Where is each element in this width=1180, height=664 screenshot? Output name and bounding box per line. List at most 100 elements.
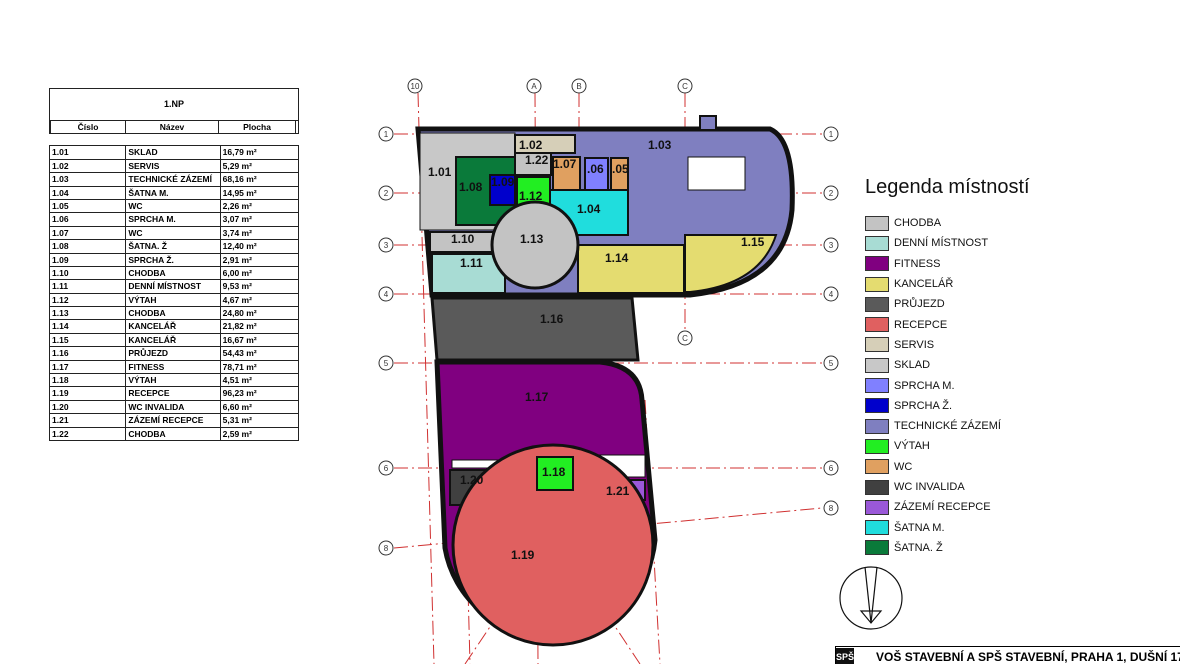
legend-item: PRŮJEZD: [865, 294, 1030, 314]
grid-bubble-B: B: [571, 78, 587, 94]
room-label-1.15: 1.15: [741, 235, 765, 249]
room-area: 4,51 m²: [221, 374, 299, 387]
svg-text:A: A: [531, 82, 537, 91]
legend-title: Legenda místností: [865, 176, 1030, 198]
room-number: 1.17: [49, 360, 127, 374]
room-area: 16,79 m²: [221, 146, 299, 159]
legend-swatch: [865, 459, 889, 475]
legend-item: TECHNICKÉ ZÁZEMÍ: [865, 416, 1030, 436]
col-header-name: Název: [126, 121, 219, 134]
room-number: 1.13: [49, 307, 127, 320]
room-number: 1.06: [49, 213, 127, 226]
legend-swatch: [865, 256, 889, 272]
room-area: 2,26 m²: [221, 199, 299, 213]
legend-label: RECEPCE: [894, 318, 948, 331]
legend-item: ŠATNA. Ž: [865, 538, 1030, 558]
room-name: WC INVALIDA: [126, 400, 221, 414]
room-number: 1.21: [49, 414, 127, 427]
room-number: 1.07: [49, 226, 127, 240]
room-number: 1.05: [49, 199, 127, 213]
legend-item: WC INVALIDA: [865, 477, 1030, 497]
room-number: 1.01: [49, 146, 127, 159]
room-name: CHODBA: [126, 427, 221, 440]
room-label-1.09: 1.09: [491, 175, 515, 189]
legend-label: DENNÍ MÍSTNOST: [894, 237, 989, 250]
grid-bubble-4-left: 4: [378, 286, 394, 302]
svg-text:2: 2: [829, 189, 834, 198]
room-area: 9,53 m²: [221, 280, 299, 293]
svg-text:5: 5: [384, 359, 389, 368]
legend-label: ZÁZEMÍ RECEPCE: [894, 501, 991, 514]
room-label-1.17: 1.17: [525, 390, 549, 404]
grid-bubble-5-right: 5: [823, 355, 839, 371]
legend-item: ŠATNA M.: [865, 517, 1030, 537]
svg-text:8: 8: [384, 544, 389, 553]
grid-bubble-1-left: 1: [378, 126, 394, 142]
svg-text:8: 8: [829, 504, 834, 513]
table-header-row: Číslo Název Plocha: [50, 121, 298, 134]
room-name: CHODBA: [126, 307, 221, 320]
legend-item: SKLAD: [865, 355, 1030, 375]
room-name: KANCELÁŘ: [126, 333, 221, 347]
legend-swatch: [865, 235, 889, 251]
grid-bubble-8-right: 8: [823, 500, 839, 516]
legend-swatch: [865, 438, 889, 454]
room-name: ŠATNA M.: [126, 186, 221, 199]
room-area: 5,31 m²: [221, 414, 299, 427]
legend-swatch: [865, 378, 889, 394]
north-arrow-icon: [839, 566, 903, 630]
room-name: DENNÍ MÍSTNOST: [126, 280, 221, 293]
grid-bubble-2-left: 2: [378, 185, 394, 201]
grid-bubble-6-left: 6: [378, 460, 394, 476]
grid-bubbles: 10 A B C C 1 1 2 2 3 3 4 4 5 5 6 6 8 8: [378, 78, 839, 556]
room-label-1.06: .06: [587, 162, 604, 176]
grid-bubble-1-right: 1: [823, 126, 839, 142]
room-label-1.22: 1.22: [525, 153, 549, 167]
room-name: SPRCHA M.: [126, 213, 221, 226]
svg-text:C: C: [682, 334, 688, 343]
room-name: WC: [126, 199, 221, 213]
legend-label: SPRCHA Ž.: [894, 399, 953, 412]
room-name: SERVIS: [126, 159, 221, 173]
room-area: 14,95 m²: [221, 186, 299, 199]
legend-item: SPRCHA M.: [865, 375, 1030, 395]
legend-item: DENNÍ MÍSTNOST: [865, 233, 1030, 253]
room-label-1.01: 1.01: [428, 165, 452, 179]
legend-label: SERVIS: [894, 338, 935, 351]
grid-bubble-6-right: 6: [823, 460, 839, 476]
legend-item: VÝTAH: [865, 436, 1030, 456]
svg-text:10: 10: [411, 82, 420, 91]
building-lower: [434, 359, 658, 647]
grid-bubble-A: A: [526, 78, 542, 94]
grid-bubble-5-left: 5: [378, 355, 394, 371]
room-name: ZÁZEMÍ RECEPCE: [126, 414, 221, 427]
svg-text:B: B: [576, 82, 581, 91]
legend-item: ZÁZEMÍ RECEPCE: [865, 497, 1030, 517]
room-number: 1.08: [49, 240, 127, 253]
legend-swatch: [865, 276, 889, 292]
legend-swatch: [865, 418, 889, 434]
room-label-1.12: 1.12: [519, 189, 543, 203]
room-label-1.10: 1.10: [451, 232, 475, 246]
room-number: 1.19: [49, 387, 127, 400]
legend-item: KANCELÁŘ: [865, 274, 1030, 294]
legend-label: VÝTAH: [894, 440, 930, 453]
room-name: ŠATNA. Ž: [126, 240, 221, 253]
room-area: 2,91 m²: [221, 253, 299, 266]
room-number: 1.10: [49, 266, 127, 280]
room-label-1.03: 1.03: [648, 138, 672, 152]
col-header-area: Plocha: [219, 121, 296, 134]
grid-bubble-4-right: 4: [823, 286, 839, 302]
